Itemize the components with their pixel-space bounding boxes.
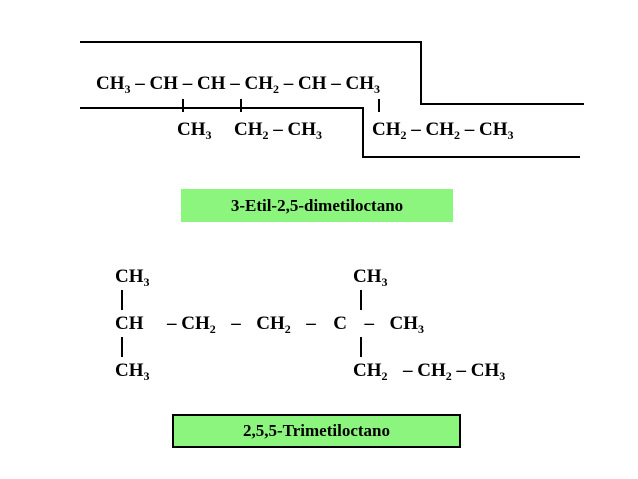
bond-c2-methyl [182,99,184,112]
bond: – [167,313,177,334]
top-right-methyl: CH3 [353,266,388,289]
chain-outline-bottom-right [362,156,580,158]
bond: – [306,313,316,334]
c6: CH3 [345,73,381,96]
bond-c3-ethyl [240,99,242,112]
substituent-propyl: CH2 – CH2 – CH3 [372,119,514,142]
top-left-methyl: CH3 [115,266,150,289]
chain-outline-vertical-2 [362,107,364,158]
bond: – [230,73,240,94]
chain-outline-bottom-left [80,107,364,109]
c5-c: C [333,313,347,334]
bond-c5-propyl [378,99,380,112]
chain-outline-vertical [420,41,422,105]
bond: – [283,73,294,94]
bond: – [231,313,241,334]
c3-ch2: CH2 [181,313,216,336]
bond-bottom-left [121,337,123,357]
compound-name-2: 2,5,5-Trimetiloctano [172,414,461,448]
chain-outline-right [420,103,584,105]
middle-chain-text: CH – CH2 – CH2 – C – CH3 [115,313,424,336]
substituent-ethyl: CH2 – CH3 [234,119,322,142]
bottom-left-methyl: CH3 [115,360,150,383]
substituent-methyl: CH3 [177,119,212,142]
main-chain-text: CH3 – CH – CH – CH2 – CH – CH3 [96,73,381,96]
compound-name-1: 3-Etil-2,5-dimetiloctano [181,189,453,222]
bond: – [182,73,193,94]
c2: CH [149,73,179,94]
c2-ch: CH [115,313,144,334]
c4: CH2 [244,73,280,96]
c6-ch3: CH3 [389,313,424,336]
bond: – [331,73,341,94]
bond-top-right [360,290,362,310]
c3: CH [197,73,226,94]
bond: – [135,73,145,94]
c4-ch2: CH2 [256,313,291,336]
c1: CH3 [96,73,131,96]
bond: – [364,313,374,334]
c5: CH [298,73,327,94]
bottom-right-propyl: CH2 – CH2 – CH3 [353,360,506,383]
chain-outline-top [80,41,421,43]
bond-bottom-right [360,337,362,357]
bond-top-left [121,290,123,310]
